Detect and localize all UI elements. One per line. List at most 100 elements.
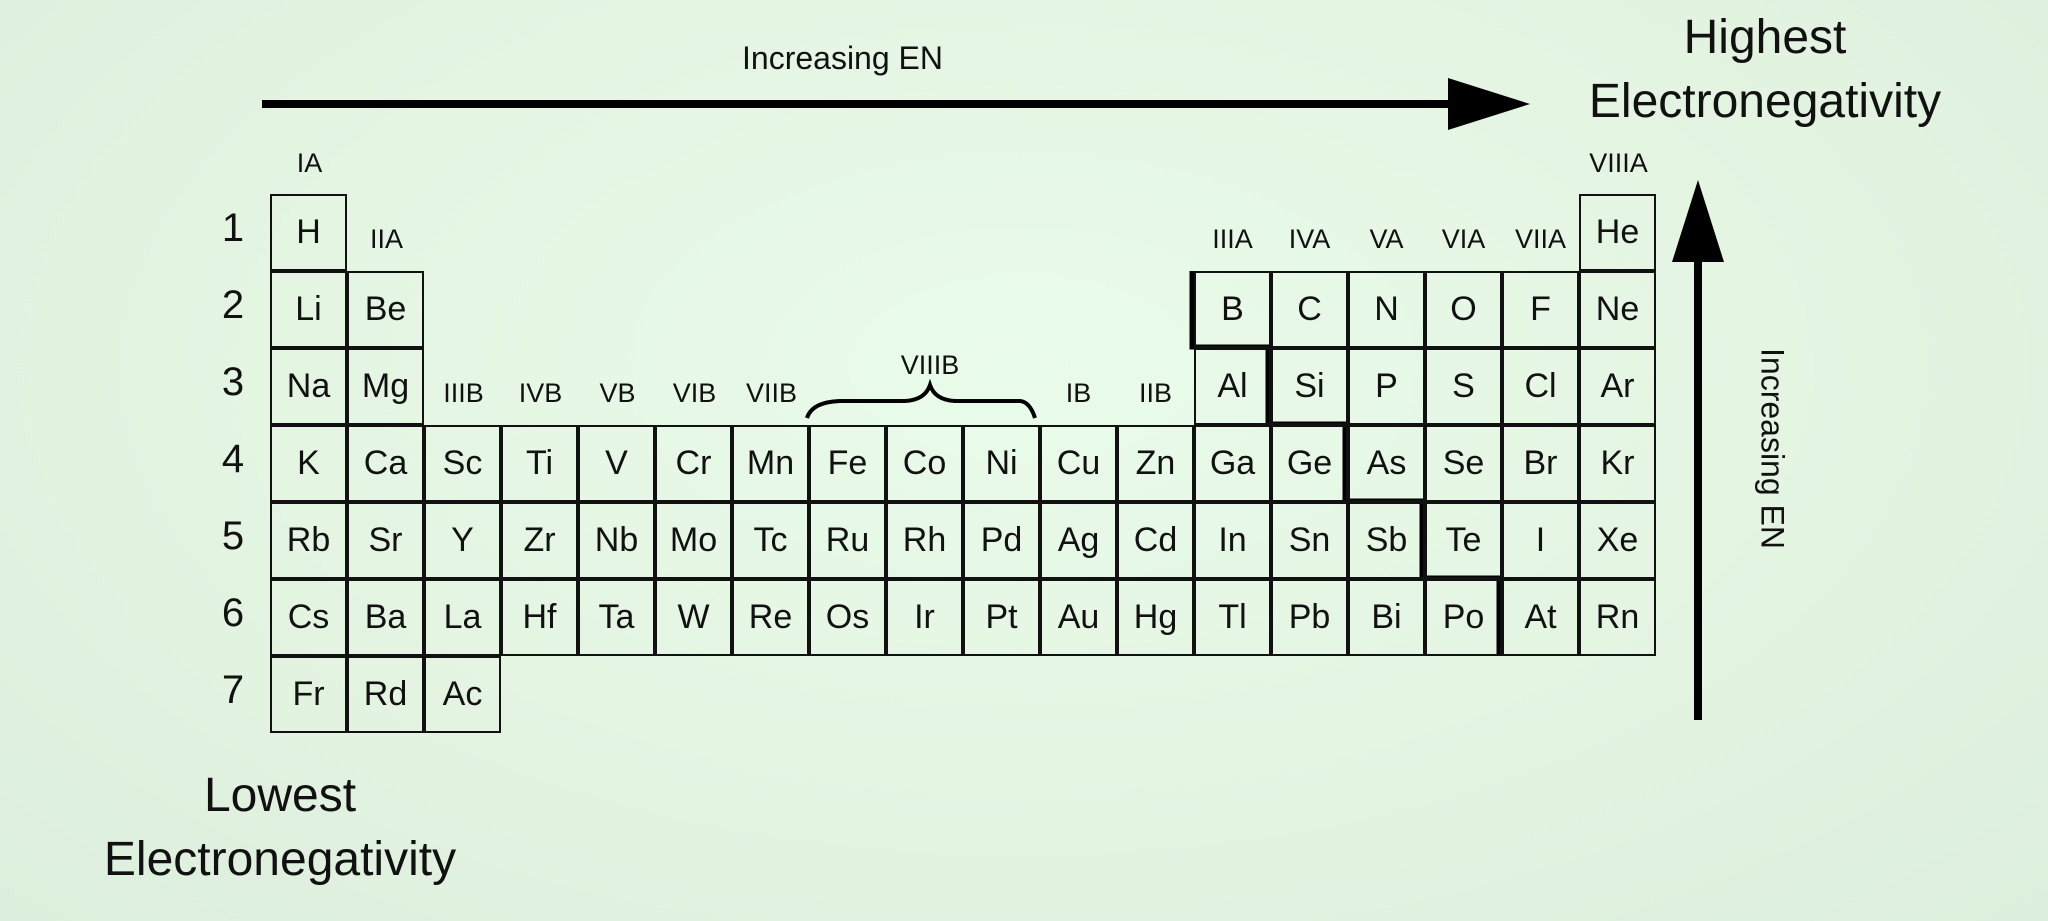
vertical-arrow (1672, 180, 1724, 720)
element-cell-tc: Tc (732, 502, 809, 579)
element-cell-ir: Ir (886, 579, 963, 656)
element-cell-ru: Ru (809, 502, 886, 579)
element-cell-rb: Rb (270, 502, 347, 579)
horizontal-arrow-label: Increasing EN (742, 40, 943, 76)
period-label-2: 2 (221, 283, 245, 327)
element-cell-ta: Ta (578, 579, 655, 656)
horizontal-arrow (262, 78, 1530, 130)
element-cell-sc: Sc (424, 425, 501, 502)
element-cell-al: Al (1194, 348, 1271, 425)
period-label-1: 1 (221, 206, 245, 250)
element-cell-cr: Cr (655, 425, 732, 502)
group-label-viiia: VIIIA (1589, 148, 1648, 178)
period-label-4: 4 (221, 437, 245, 481)
element-cell-te: Te (1425, 502, 1502, 579)
element-cell-si: Si (1271, 348, 1348, 425)
element-cell-f: F (1502, 271, 1579, 348)
highest-electronegativity-title: Highest Electronegativity (1588, 11, 1942, 128)
vertical-arrow-label: Increasing EN (1754, 348, 1791, 549)
element-cell-v: V (578, 425, 655, 502)
element-cell-p: P (1348, 348, 1425, 425)
element-cell-ne: Ne (1579, 271, 1656, 348)
element-cell-kr: Kr (1579, 425, 1656, 502)
element-cell-au: Au (1040, 579, 1117, 656)
element-cell-na: Na (270, 348, 347, 425)
group-label-ib: IB (1065, 378, 1092, 408)
group-label-viia: VIIA (1514, 224, 1567, 254)
lowest-electronegativity-title: Lowest Electronegativity (103, 769, 457, 886)
element-cell-ag: Ag (1040, 502, 1117, 579)
element-cell-fr: Fr (270, 656, 347, 733)
element-cell-pt: Pt (963, 579, 1040, 656)
group-label-iiia: IIIA (1212, 224, 1253, 254)
element-cell-n: N (1348, 271, 1425, 348)
element-cell-pb: Pb (1271, 579, 1348, 656)
element-cell-br: Br (1502, 425, 1579, 502)
element-cell-cu: Cu (1040, 425, 1117, 502)
group-label-ivb: IVB (518, 378, 563, 408)
period-label-5: 5 (221, 514, 245, 558)
element-cell-mo: Mo (655, 502, 732, 579)
element-cell-s: S (1425, 348, 1502, 425)
element-cell-ba: Ba (347, 579, 424, 656)
element-cell-b: B (1194, 271, 1271, 348)
group-label-iia: IIA (369, 224, 403, 254)
element-cell-co: Co (886, 425, 963, 502)
element-cell-at: At (1502, 579, 1579, 656)
element-cell-rd: Rd (347, 656, 424, 733)
group-label-vib: VIB (672, 378, 717, 408)
period-label-6: 6 (221, 591, 245, 635)
period-label-7: 7 (221, 668, 245, 712)
element-cell-as: As (1348, 425, 1425, 502)
element-cell-bi: Bi (1348, 579, 1425, 656)
element-cell-cd: Cd (1117, 502, 1194, 579)
element-cell-he: He (1579, 194, 1656, 271)
element-cell-mg: Mg (347, 348, 424, 425)
element-cell-rn: Rn (1579, 579, 1656, 656)
element-cell-cl: Cl (1502, 348, 1579, 425)
group-label-iib: IIB (1138, 378, 1172, 408)
period-label-3: 3 (221, 360, 245, 404)
element-cell-li: Li (270, 271, 347, 348)
element-cell-se: Se (1425, 425, 1502, 502)
element-cell-o: O (1425, 271, 1502, 348)
element-cell-re: Re (732, 579, 809, 656)
element-cell-cs: Cs (270, 579, 347, 656)
element-cell-ar: Ar (1579, 348, 1656, 425)
group-label-va: VA (1369, 224, 1404, 254)
element-cell-pd: Pd (963, 502, 1040, 579)
element-cell-tl: Tl (1194, 579, 1271, 656)
element-cell-be: Be (347, 271, 424, 348)
element-cell-ti: Ti (501, 425, 578, 502)
element-cell-ge: Ge (1271, 425, 1348, 502)
element-cell-la: La (424, 579, 501, 656)
group-label-vb: VB (599, 378, 636, 408)
element-cell-in: In (1194, 502, 1271, 579)
element-cell-ni: Ni (963, 425, 1040, 502)
element-cell-zn: Zn (1117, 425, 1194, 502)
element-cell-i: I (1502, 502, 1579, 579)
group-label-iva: IVA (1288, 224, 1331, 254)
element-cell-xe: Xe (1579, 502, 1656, 579)
group-label-via: VIA (1441, 224, 1486, 254)
element-cell-y: Y (424, 502, 501, 579)
viiib-brace (805, 378, 1037, 419)
element-cell-nb: Nb (578, 502, 655, 579)
element-cell-sr: Sr (347, 502, 424, 579)
element-cell-k: K (270, 425, 347, 502)
group-label-viiib: VIIIB (900, 350, 960, 380)
element-cell-fe: Fe (809, 425, 886, 502)
group-label-iiib: IIIB (443, 378, 484, 408)
element-cell-ac: Ac (424, 656, 501, 733)
group-label-viib: VIIB (745, 378, 798, 408)
element-cell-rh: Rh (886, 502, 963, 579)
element-cell-hf: Hf (501, 579, 578, 656)
element-cell-ca: Ca (347, 425, 424, 502)
element-cell-os: Os (809, 579, 886, 656)
element-cell-hg: Hg (1117, 579, 1194, 656)
element-cell-c: C (1271, 271, 1348, 348)
element-cell-ga: Ga (1194, 425, 1271, 502)
group-label-ia: IA (296, 148, 323, 178)
element-cell-zr: Zr (501, 502, 578, 579)
